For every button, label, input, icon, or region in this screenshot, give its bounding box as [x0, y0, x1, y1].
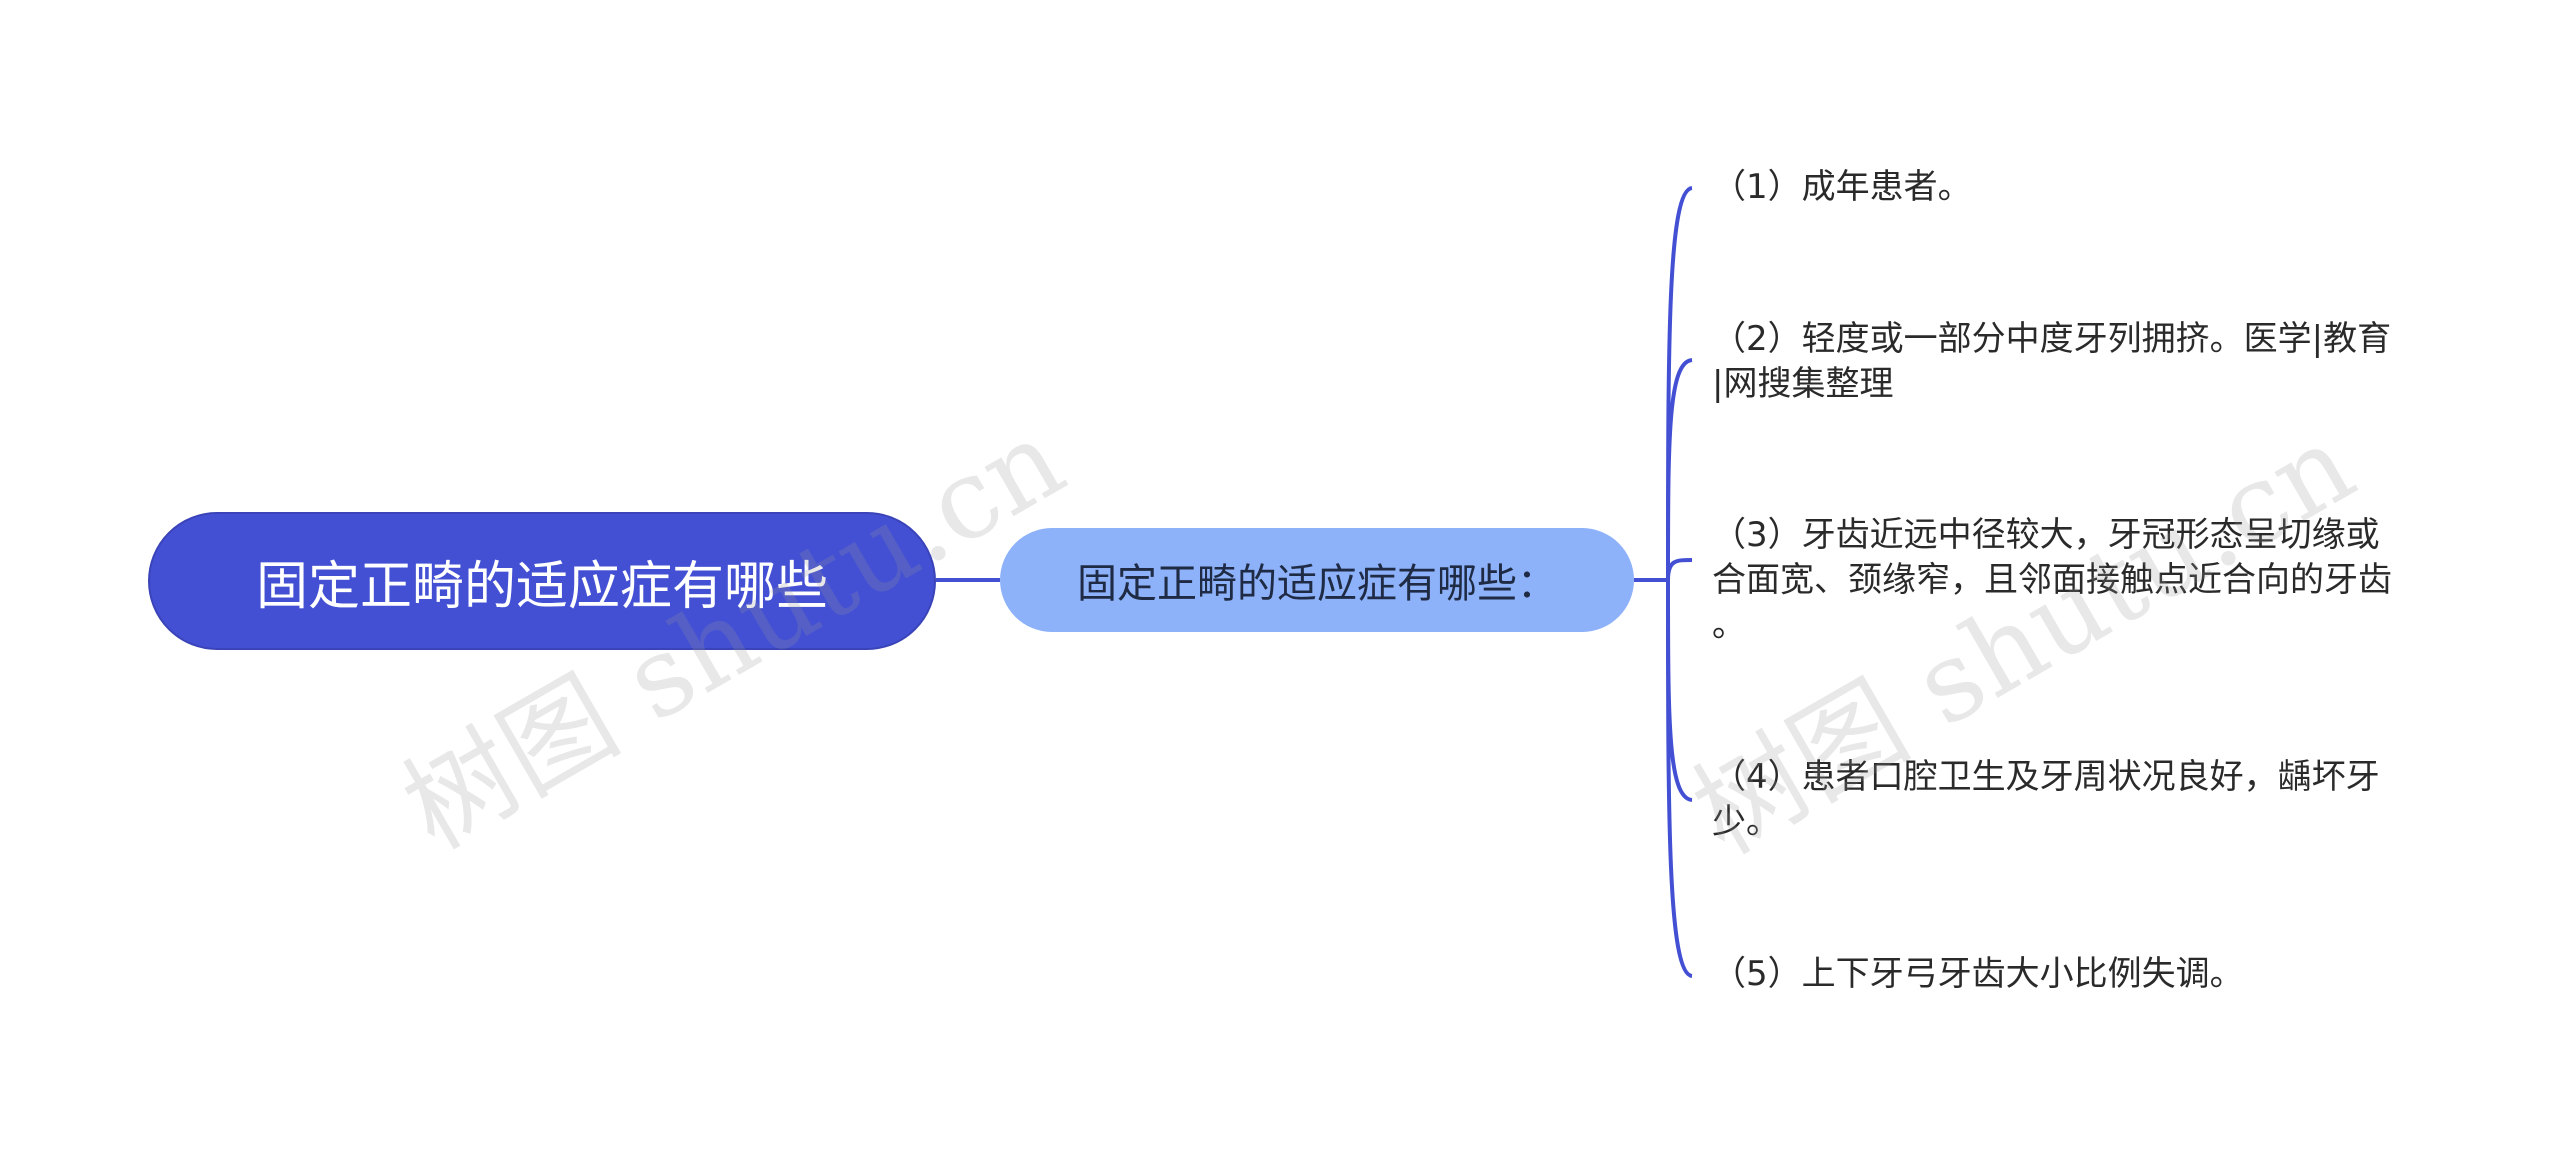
- branch-topic-label: 固定正畸的适应症有哪些：: [1077, 561, 1557, 607]
- leaf-topic-1[interactable]: （1）成年患者。: [1712, 167, 1972, 207]
- leaf-connector-1: [1666, 186, 1693, 581]
- leaf-connector-4: [1666, 579, 1693, 802]
- root-topic-label: 固定正畸的适应症有哪些: [255, 556, 828, 617]
- leaf-connector-5: [1666, 579, 1693, 978]
- leaf-topic-5[interactable]: （5）上下牙弓牙齿大小比例失调。: [1712, 954, 2244, 994]
- leaf-connector-3: [1666, 558, 1693, 581]
- leaf-topic-2[interactable]: （2）轻度或一部分中度牙列拥挤。医学|教育 |网搜集整理: [1712, 319, 2392, 404]
- leaf-topic-3[interactable]: （3）牙齿近远中径较大，牙冠形态呈切缘或 合面宽、颈缘窄，且邻面接触点近合向的牙…: [1712, 515, 2392, 645]
- leaf-connector-2: [1666, 358, 1693, 581]
- branch-topic-node[interactable]: 固定正畸的适应症有哪些：: [1000, 528, 1634, 632]
- leaf-topic-4[interactable]: （4）患者口腔卫生及牙周状况良好，龋坏牙 少。: [1712, 757, 2380, 842]
- root-topic-node[interactable]: 固定正畸的适应症有哪些: [148, 512, 936, 650]
